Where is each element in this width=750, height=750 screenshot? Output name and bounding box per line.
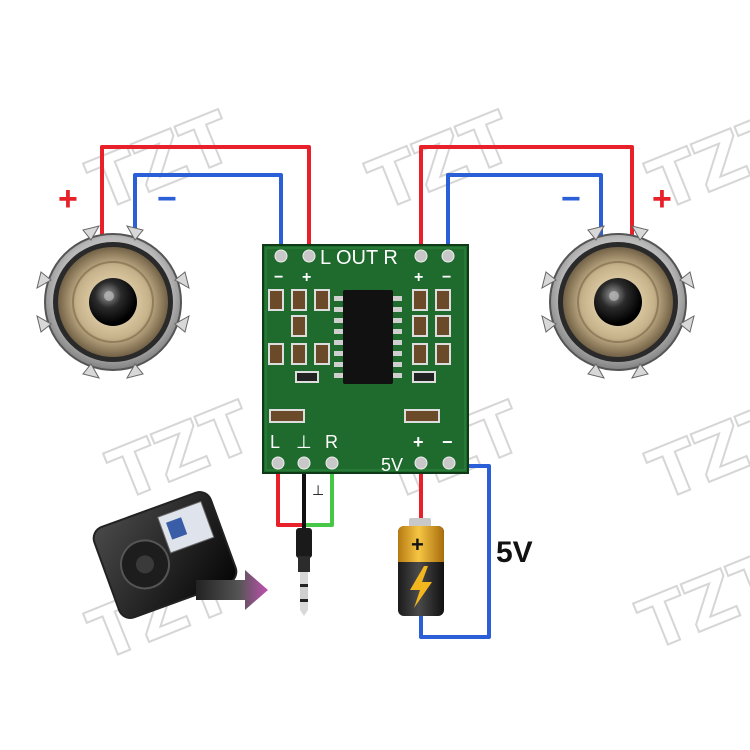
input-left-red-wire [276,466,302,527]
svg-text:+: + [411,532,424,557]
right-speaker-wires [419,145,634,254]
board-power-plus: + [413,432,424,452]
smd-components [268,289,451,423]
left-speaker-icon [36,225,190,379]
watermark-text: TZT [638,386,750,517]
board-right-plus: + [414,269,423,286]
left-speaker-wires [100,145,311,254]
board-power-minus: − [442,432,453,452]
board-left-plus: + [302,269,311,286]
amplifier-board: L OUT R − + + − [262,244,469,475]
left-minus-sign: − [157,180,177,218]
pad-right-minus [441,249,455,263]
watermark-text: TZT [628,536,750,667]
left-plus-sign: + [58,180,78,218]
lightning-icon [410,566,432,608]
input-pads [271,456,456,470]
pad-left-minus [274,249,288,263]
power-blue-wire [419,464,491,639]
right-plus-sign: + [652,180,672,218]
pad-power-minus [442,456,456,470]
amplifier-chip [334,290,402,384]
battery-voltage-label: 5V [496,536,533,569]
pad-right-plus [414,249,428,263]
board-right-minus: − [442,269,451,286]
input-right-green-wire [306,466,334,527]
pad-power-plus [414,456,428,470]
board-power-label: 5V [381,455,403,475]
arrow-right-icon [196,570,268,610]
board-input-right-label: R [325,432,338,452]
board-left-minus: − [274,269,283,286]
power-wires [419,464,491,639]
audio-jack-icon [296,528,312,616]
pad-left-plus [302,249,316,263]
output-pads [274,249,455,263]
board-ground-label: ⊥ [296,432,312,452]
wire-ground-label: ⊥ [312,483,324,499]
left-red-wire [100,145,311,254]
battery-icon: + [398,518,444,616]
polarity-signs: + − − + [58,180,672,218]
pad-input-left [271,456,285,470]
left-blue-wire [133,173,283,254]
right-red-wire [419,145,634,254]
watermark-text: TZT [358,96,525,227]
board-output-label: L OUT R [320,247,398,269]
right-blue-wire [446,173,603,254]
pad-input-ground [297,456,311,470]
board-input-left-label: L [270,432,280,452]
right-speaker-icon [541,225,695,379]
input-wires [276,466,334,528]
pad-input-right [325,456,339,470]
right-minus-sign: − [561,180,581,218]
